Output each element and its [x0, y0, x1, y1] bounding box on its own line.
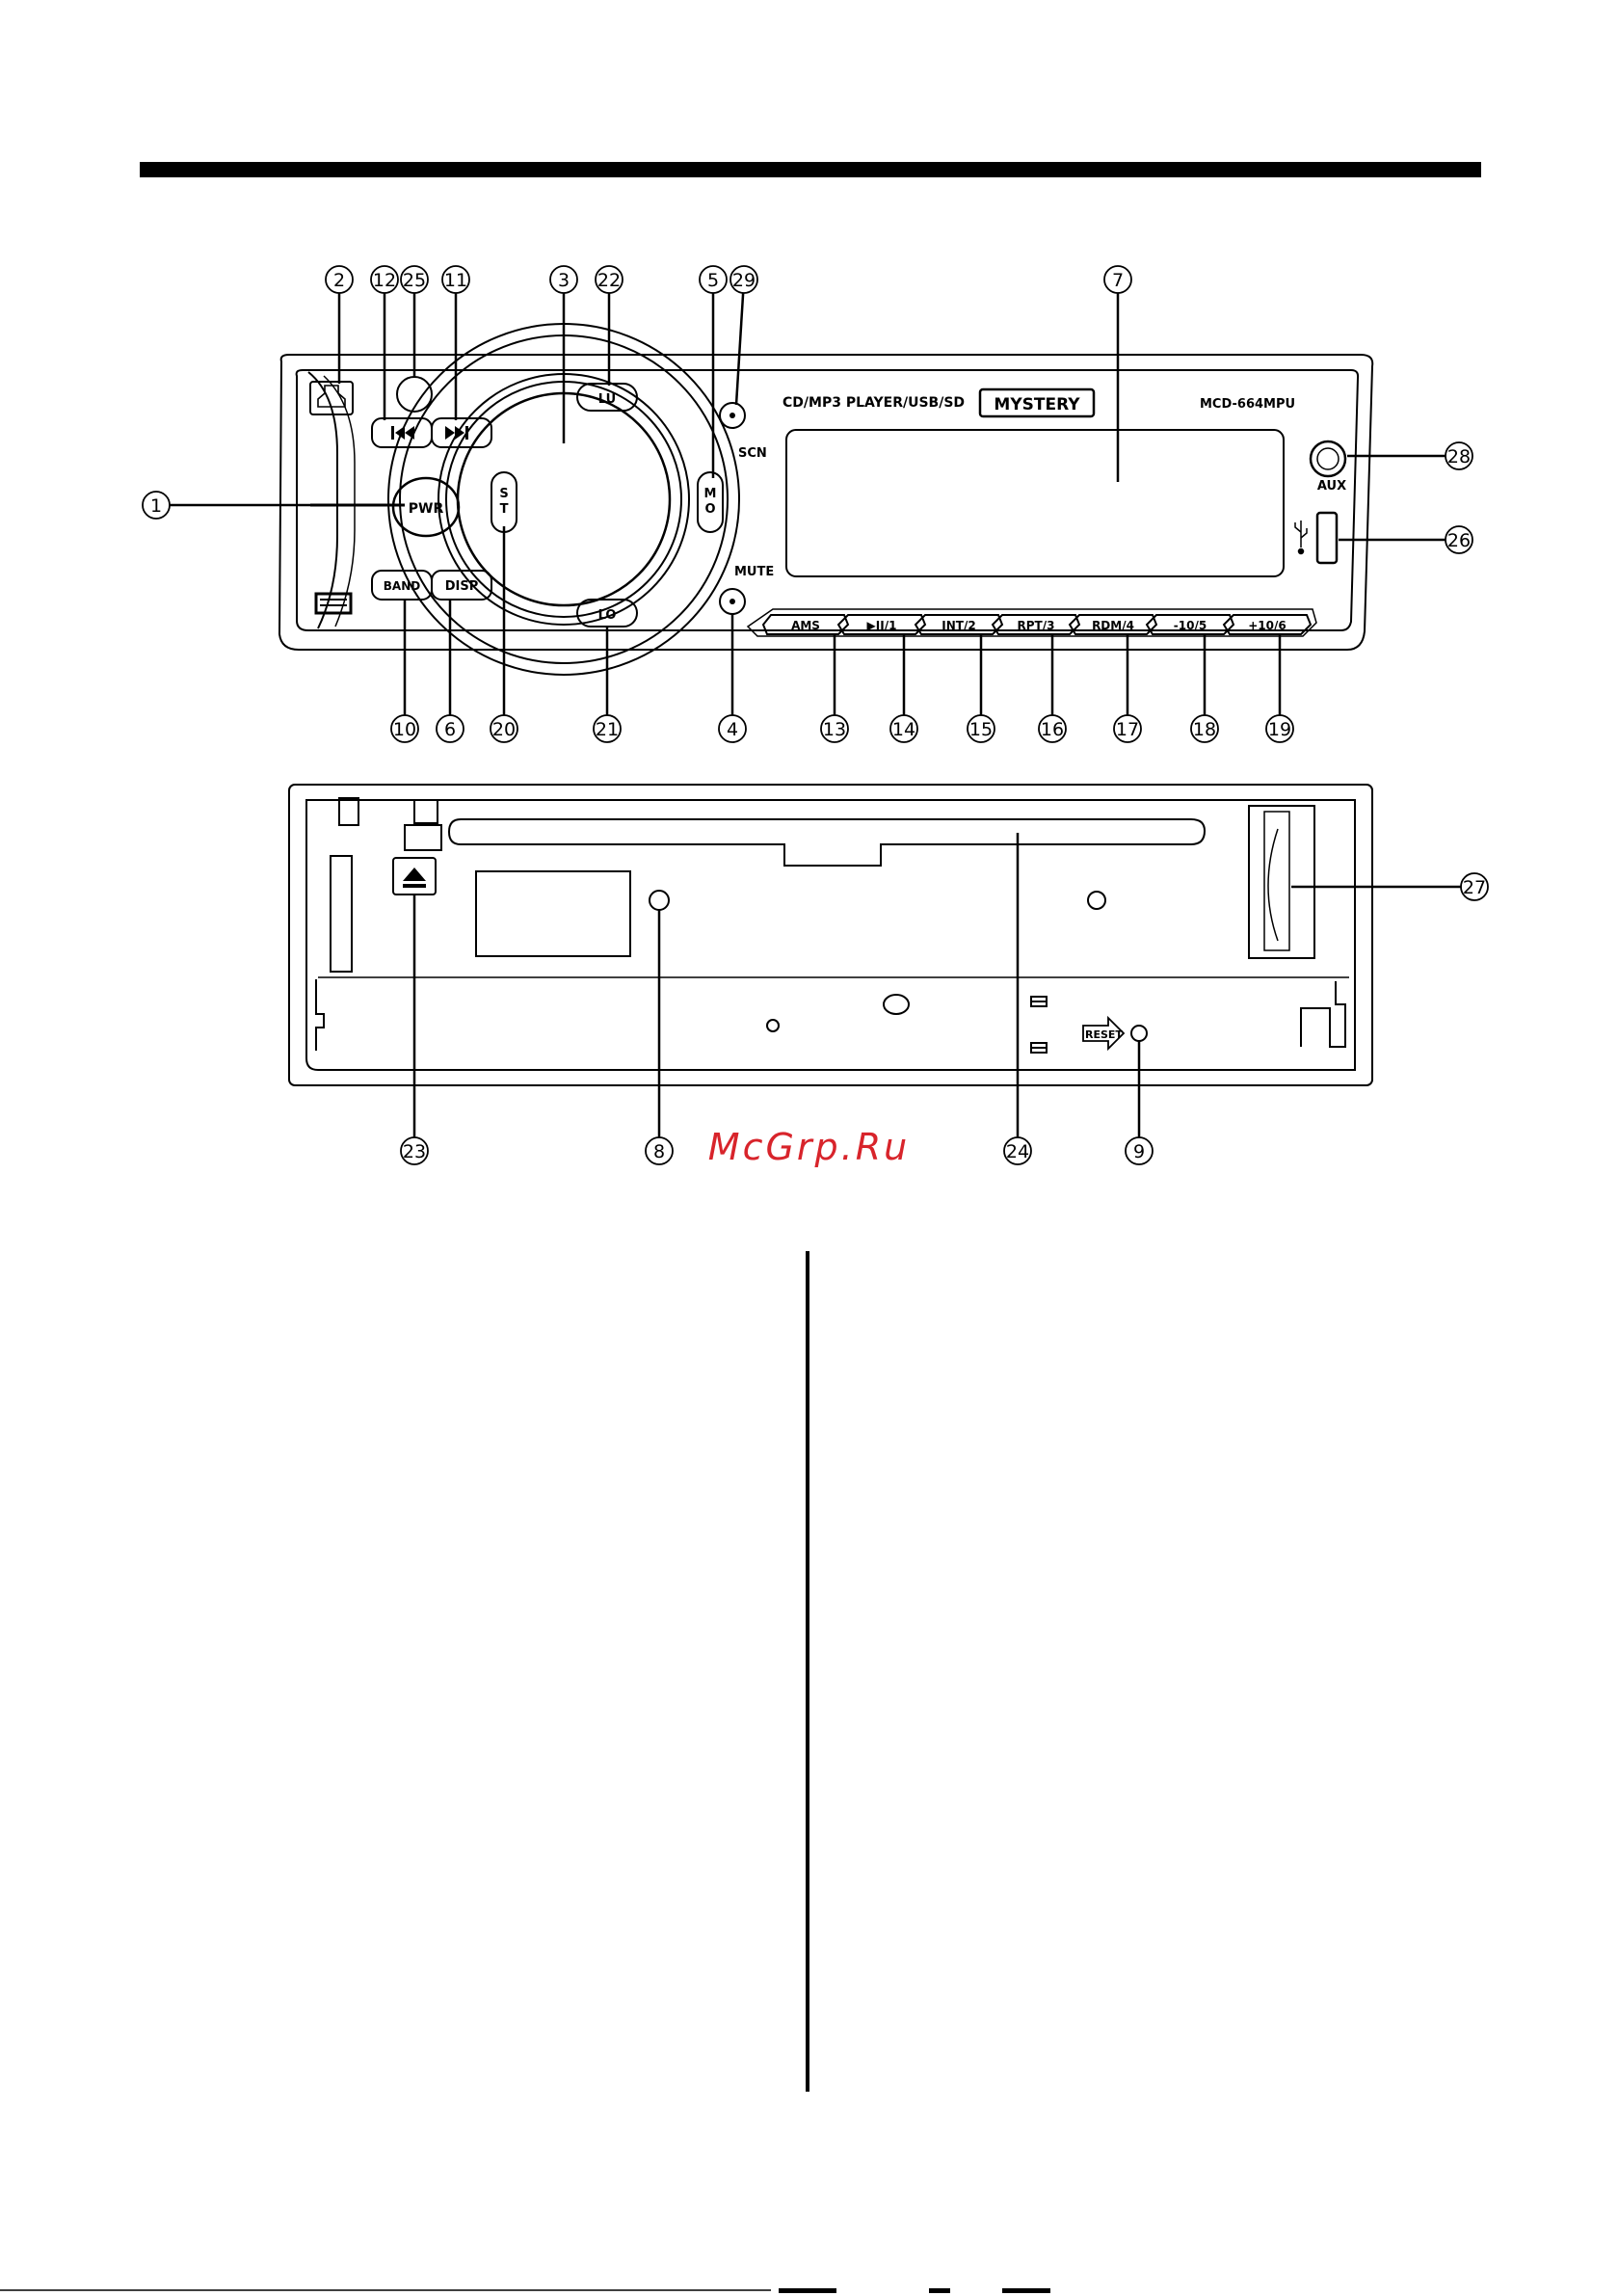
callout-7-num: 7 [1112, 270, 1124, 291]
callout-21-num: 21 [596, 719, 619, 740]
usb-icon [1295, 521, 1307, 554]
lcd-display [786, 430, 1284, 576]
callout-13-num: 13 [823, 719, 846, 740]
reset-label: RESET [1085, 1028, 1123, 1041]
callout-25-num: 25 [403, 270, 426, 291]
callout-2-num: 2 [333, 270, 345, 291]
callout-26-num: 26 [1447, 530, 1471, 551]
band-button-label: BAND [384, 579, 420, 593]
lu-button-label: LU [598, 392, 616, 407]
callout-1-num: 1 [150, 495, 162, 517]
lo-button-label: LO [598, 608, 617, 623]
header-rule [140, 162, 1481, 177]
callout-20-num: 20 [492, 719, 516, 740]
eject-icon [403, 868, 426, 888]
callout-18-num: 18 [1193, 719, 1216, 740]
callout-12-num: 12 [373, 270, 396, 291]
usb-port[interactable] [1317, 513, 1337, 563]
callout-17-num: 17 [1116, 719, 1139, 740]
next-track-icon [445, 426, 468, 440]
callout-27-num: 27 [1463, 877, 1486, 898]
callout-16-num: 16 [1041, 719, 1064, 740]
rear-panel-outline [289, 785, 1372, 1085]
model-line-text: CD/MP3 PLAYER/USB/SD [782, 395, 965, 411]
plus10-label: +10/6 [1248, 619, 1286, 632]
rear-panel-diagram: RESET 23 8 24 9 27 [0, 761, 1618, 1186]
callout-6-num: 6 [444, 719, 456, 740]
disp-button-label: DISP [445, 579, 479, 594]
minus10-label: -10/5 [1174, 619, 1207, 632]
callout-14-num: 14 [892, 719, 915, 740]
aux-label: AUX [1317, 479, 1346, 494]
callout-19-num: 19 [1268, 719, 1291, 740]
reset-arrow: RESET [1083, 1018, 1124, 1049]
sd-card-slot[interactable] [1249, 806, 1314, 958]
disc-slot [449, 819, 1205, 866]
rdm-label: RDM/4 [1092, 619, 1134, 632]
callout-15-num: 15 [969, 719, 993, 740]
aux-jack[interactable] [1311, 441, 1345, 476]
prev-track-icon [391, 426, 414, 440]
power-button-label: PWR [409, 501, 444, 517]
callout-11-num: 11 [444, 270, 467, 291]
mute-label: MUTE [734, 565, 774, 579]
brand-text: MYSTERY [994, 395, 1080, 414]
play-pause-label: ▶II/1 [867, 619, 897, 632]
sd-indicator-hole [650, 891, 669, 910]
callout-29-num: 29 [732, 270, 756, 291]
model-text: MCD-664MPU [1200, 397, 1295, 412]
reset-button[interactable] [1131, 1026, 1147, 1041]
callout-28-num: 28 [1447, 446, 1471, 467]
int-label: INT/2 [942, 619, 975, 632]
ams-label: AMS [791, 619, 820, 632]
scn-label: SCN [738, 446, 767, 461]
rpt-label: RPT/3 [1018, 619, 1055, 632]
callout-4-num: 4 [727, 719, 738, 740]
callout-10-num: 10 [393, 719, 416, 740]
callout-5-num: 5 [707, 270, 719, 291]
bottom-edge-marks [0, 2288, 1618, 2296]
watermark-text: McGrp.Ru [0, 1126, 1618, 1168]
column-divider [806, 1251, 809, 2092]
callout-3-num: 3 [558, 270, 570, 291]
callout-22-num: 22 [597, 270, 621, 291]
